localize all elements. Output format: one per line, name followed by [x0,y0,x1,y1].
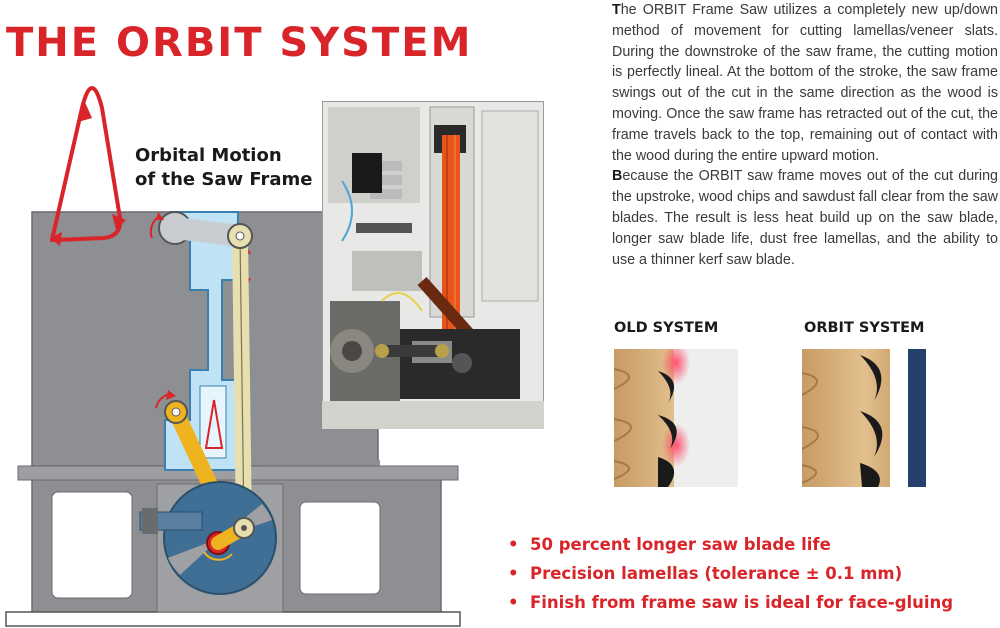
window-right [299,501,381,595]
orbit-system-label: ORBIT SYSTEM [804,320,925,336]
subtitle-line-2: of the Saw Frame [135,169,313,190]
window-left [51,491,133,599]
paragraph-2: Because the ORBIT saw frame moves out of… [612,166,998,270]
old-system-label: OLD SYSTEM [614,320,719,336]
paragraph-2-initial: B [612,168,623,185]
bullet-marker: • [508,535,519,554]
old-system-image [614,349,738,487]
benefit-text: 50 percent longer saw blade life [530,535,831,554]
subtitle-line-1: Orbital Motion [135,145,282,166]
benefit-text: Finish from frame saw is ideal for face-… [530,593,954,612]
benefit-item: • Finish from frame saw is ideal for face… [508,590,998,619]
page-title: THE ORBIT SYSTEM [6,20,473,66]
paragraph-1-body: he ORBIT Frame Saw utilizes a completely… [612,2,998,164]
benefits-list: • 50 percent longer saw blade life • Preci… [508,532,998,619]
benefit-text: Precision lamellas (tolerance ± 0.1 mm) [530,564,903,583]
bullet-marker: • [508,564,519,583]
benefit-item: • 50 percent longer saw blade life [508,532,998,561]
base-plate [5,611,461,627]
paragraph-1: The ORBIT Frame Saw utilizes a completel… [612,0,998,166]
benefit-item: • Precision lamellas (tolerance ± 0.1 mm) [508,561,998,590]
orbit-system-image [802,349,926,487]
bullet-marker: • [508,593,519,612]
paragraph-1-initial: T [612,2,621,18]
paragraph-2-body: ecause the ORBIT saw frame moves out of … [612,168,998,268]
machine-photo [322,101,544,429]
description-text: The ORBIT Frame Saw utilizes a completel… [612,0,998,270]
diagram-subtitle: Orbital Motion of the Saw Frame [135,144,335,192]
